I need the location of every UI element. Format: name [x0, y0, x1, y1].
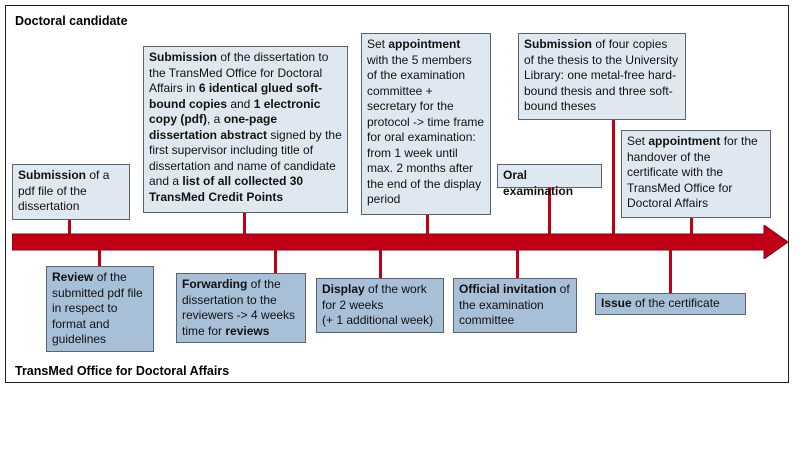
connector-top-2 [243, 213, 246, 234]
step-emphasis: list of all collected 30 TransMed Credit… [149, 174, 304, 204]
connector-bottom-4 [516, 250, 519, 278]
connector-bottom-2 [274, 250, 277, 273]
step-emphasis: 6 identical glued soft-bound copies [149, 81, 323, 111]
step-emphasis: one-page dissertation abstract [149, 112, 278, 142]
step-text: with the 5 members of the examination co… [367, 52, 485, 207]
step-submit-pdf: Submission of a pdf file of the disserta… [12, 164, 130, 220]
step-forwarding: Forwarding of the dissertation to the re… [176, 273, 306, 343]
step-text: , a [207, 112, 224, 126]
lane-label-transmed-office: TransMed Office for Doctoral Affairs [15, 364, 230, 378]
step-text: of the dissertation to the reviewers -> … [182, 277, 296, 338]
connector-top-4 [548, 188, 551, 234]
connector-top-5 [612, 120, 615, 234]
step-text: of the work for 2 weeks [322, 282, 427, 312]
step-text: of a pdf file of the dissertation [18, 168, 110, 213]
step-text: of the submitted pdf file in respect to … [52, 270, 143, 346]
step-submit-dissertation: Submission of the dissertation to the Tr… [143, 46, 348, 213]
connector-top-1 [68, 220, 71, 234]
step-title: Display [322, 282, 365, 296]
step-display: Display of the work for 2 weeks(+ 1 addi… [316, 278, 444, 333]
step-title: Oral examination [503, 168, 574, 198]
step-emphasis: 1 electronic copy (pdf) [149, 96, 321, 127]
step-title: Official invitation [459, 282, 557, 296]
diagram-frame [5, 5, 789, 383]
step-issue-certificate: Issue of the certificate [595, 293, 746, 315]
timeline-arrow [12, 225, 788, 259]
step-text: Set [367, 37, 389, 51]
step-title: Review [52, 270, 94, 284]
step-set-appointment-certificate: Set appointment for the handover of the … [621, 130, 771, 218]
step-official-invitation: Official invitation of the examination c… [453, 278, 577, 333]
step-text: of the certificate [631, 296, 720, 310]
step-title: Forwarding [182, 277, 248, 291]
step-text: (+ 1 additional week) [322, 313, 434, 327]
step-title: Submission [524, 37, 593, 51]
step-review-pdf: Review of the submitted pdf file in resp… [46, 266, 154, 352]
step-title: Submission [18, 168, 87, 182]
step-oral-examination: Oral examination [497, 164, 602, 198]
step-text: signed by the first supervisor including… [149, 127, 342, 189]
step-title: appointment [648, 134, 721, 148]
connector-top-6 [690, 218, 693, 234]
connector-bottom-5 [669, 250, 672, 293]
step-title: Submission [149, 50, 218, 64]
step-text: of four copies of the thesis to the Univ… [524, 37, 679, 113]
step-text: and [227, 96, 254, 111]
connector-bottom-1 [98, 250, 101, 266]
step-title: Issue [601, 296, 632, 310]
step-submit-library: Submission of four copies of the thesis … [518, 33, 686, 120]
step-emphasis: reviews [225, 323, 270, 338]
lane-label-doctoral-candidate: Doctoral candidate [15, 14, 128, 28]
step-text: Set [627, 134, 649, 148]
step-title: appointment [388, 37, 461, 51]
step-text: of the examination committee [459, 282, 570, 327]
connector-bottom-3 [379, 250, 382, 278]
connector-top-3 [426, 215, 429, 234]
step-text: of the dissertation to the TransMed Offi… [149, 50, 329, 95]
step-set-appointment-exam: Set appointment with the 5 members of th… [361, 33, 491, 215]
step-text: for the handover of the certificate with… [627, 134, 758, 210]
